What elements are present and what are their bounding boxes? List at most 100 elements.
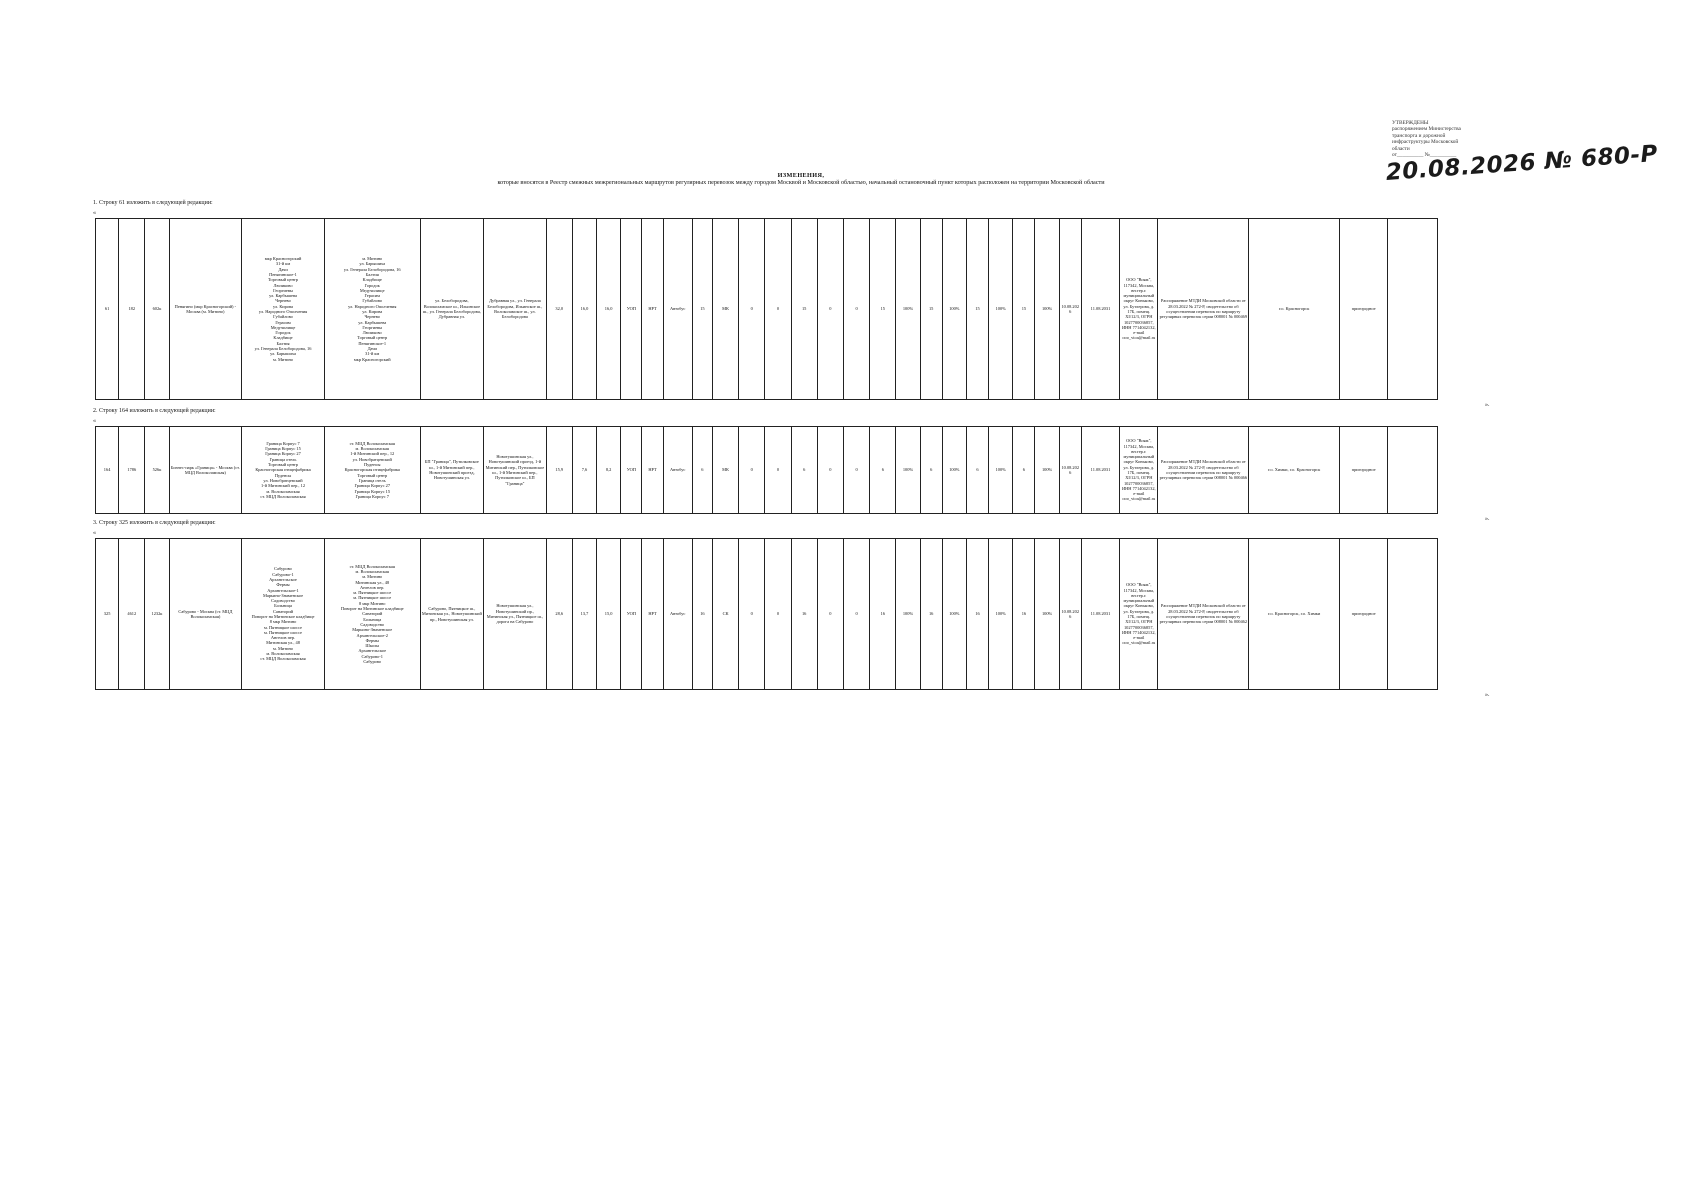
quote-open: « [93,210,96,216]
cell-stops-forward: Сабурово Сабурово-1 Архангельское Фермы … [241,538,325,690]
cell-value: 16 [869,538,897,690]
cell-vehicle-type: Автобус [662,426,693,514]
cell-area: г.о. Красногорск, г.о. Химки [1248,538,1340,690]
section-label: 2. Строку 164 изложить в следующей редак… [93,408,216,414]
cell-reg-number: 182 [118,218,146,400]
cell-value: 0 [816,538,844,690]
cell-percent: 100% [1034,426,1060,514]
cell-route-number: 526к [144,426,170,514]
cell-value: 16 [965,538,990,690]
approval-block: УТВЕРЖДЕНЫ распоряжением Министерства тр… [1392,120,1512,158]
cell-streets-backward: Дубравная ул., ул. Генерала Белобородова… [483,218,547,400]
cell-permit: Распоряжение МТДИ Московской области от … [1157,426,1250,514]
cell-length-forward: 7,6 [571,426,598,514]
cell-tariff-type: НРТ [641,538,664,690]
cell-percent: 100% [895,538,921,690]
cell-percent: 100% [988,218,1014,400]
cell-boarding-order: УОП [620,538,643,690]
approval-line: распоряжением Министерства [1392,126,1461,133]
cell-stops-backward: м. Митино ул. Барышиха ул. Генерала Бело… [323,218,421,400]
table-row: 61 182 602к Пенягино (мкр Красногорский)… [94,218,1484,400]
cell-length-backward: 8,2 [596,426,622,514]
registry-table: 61 182 602к Пенягино (мкр Красногорский)… [94,218,1484,400]
cell-percent: 100% [941,218,967,400]
cell-percent: 100% [1034,218,1060,400]
cell-value: 0 [738,538,766,690]
cell-streets-backward: Новотушинская ул., Новотушинский пр., Ми… [483,538,547,690]
approval-line: области [1392,145,1410,152]
cell-end-date: 11.08.2031 [1080,538,1121,690]
cell-area: г.о. Химки, г.о. Красногорск [1248,426,1340,514]
cell-streets-backward: Новотушинская ул., Новотушинский проезд,… [483,426,547,514]
cell-value: 16 [1012,538,1036,690]
registry-table: 325 4612 1232к Сабурово - Москва (ст. МЦ… [94,538,1483,690]
cell-vehicle-count: 16 [691,538,713,690]
cell-start-date: 10.08.2026 [1058,426,1082,514]
cell-permit: Распоряжение МТДИ Московской области от … [1157,538,1250,690]
registry-table: 164 1786 526к Бизнес-парк «Граница» - Мо… [94,426,1483,514]
cell-reg-number: 1786 [118,426,146,514]
cell-carrier: ООО "Вояж", 117342, Москва, вн.тер.г. му… [1119,538,1159,690]
cell-percent: 100% [941,426,967,514]
cell-percent: 100% [895,218,921,400]
cell-tariff-type: НРТ [641,426,664,514]
cell-percent: 100% [988,538,1014,690]
quote-close: ». [1485,692,1490,698]
cell-value: 6 [790,426,818,514]
quote-open: « [93,418,96,424]
quote-close: ». [1485,402,1490,408]
approval-line: транспорта и дорожной [1392,132,1446,139]
quote-close: ». [1485,516,1490,522]
cell-stops-backward: ст. МЦД Волоколамская м. Волоколамская м… [323,538,421,690]
cell-percent: 100% [988,426,1014,514]
cell-length-backward: 16,0 [596,218,622,400]
cell-stops-forward: мкр Красногорский 31-й км Дачи Пенягинск… [241,218,325,400]
cell-value: 0 [816,218,844,400]
cell-area: г.о. Красногорск [1248,218,1340,400]
cell-stops-backward: ст. МЦД Волоколамская м. Волоколамская 1… [323,426,421,514]
approval-line: инфраструктуры Московской [1392,139,1459,146]
cell-value: 6 [1012,426,1036,514]
cell-vehicle-count: 15 [691,218,713,400]
cell-tariff-type: НРТ [641,218,664,400]
cell-value: 0 [816,426,844,514]
cell-value: 15 [790,218,818,400]
cell-length-forward: 13,7 [571,538,598,690]
cell-length-total: 28,6 [545,538,573,690]
cell-percent: 100% [1034,538,1060,690]
cell-end-date: 11.08.2031 [1080,218,1121,400]
cell-vehicle-class: СК [711,538,740,690]
cell-value: 0 [738,218,766,400]
cell-value: 0 [764,218,792,400]
cell-reg-number: 4612 [118,538,146,690]
cell-end-date: 11.08.2031 [1080,426,1121,514]
cell-route-number: 602к [144,218,170,400]
cell-route-number: 1232к [144,538,170,690]
cell-percent: 100% [895,426,921,514]
cell-boarding-order: УОП [620,218,643,400]
approval-line: от__________ №__________ [1392,152,1457,159]
cell-percent: 100% [941,538,967,690]
cell-route-name: Бизнес-парк «Граница» - Москва (ст. МЦД … [168,426,243,514]
section-label: 1. Строку 61 изложить в следующей редакц… [93,200,213,206]
cell-length-total: 32,0 [545,218,573,400]
cell-value: 15 [1012,218,1036,400]
cell-carrier: ООО "Вояж", 117342, Москва, вн.тер.г. му… [1119,218,1159,400]
cell-empty [1387,218,1438,400]
cell-value: 16 [919,538,943,690]
cell-streets-forward: БП "Граница", Путилковское ш., 1-й Митин… [419,426,485,514]
cell-value: 0 [764,426,792,514]
cell-route-kind: пригородное [1338,538,1389,690]
cell-boarding-order: УОП [620,426,643,514]
cell-start-date: 10.08.2026 [1058,218,1082,400]
cell-empty [1387,426,1438,514]
cell-value: 16 [790,538,818,690]
document-title: ИЗМЕНЕНИЯ, которые вносятся в Реестр сме… [60,172,1542,187]
cell-row-number: 325 [94,538,120,690]
cell-value: 0 [842,218,871,400]
cell-length-forward: 16,0 [571,218,598,400]
cell-vehicle-class: МК [711,218,740,400]
cell-route-kind: пригородное [1338,426,1389,514]
approval-line: УТВЕРЖДЕНЫ [1392,120,1429,126]
cell-row-number: 61 [94,218,120,400]
